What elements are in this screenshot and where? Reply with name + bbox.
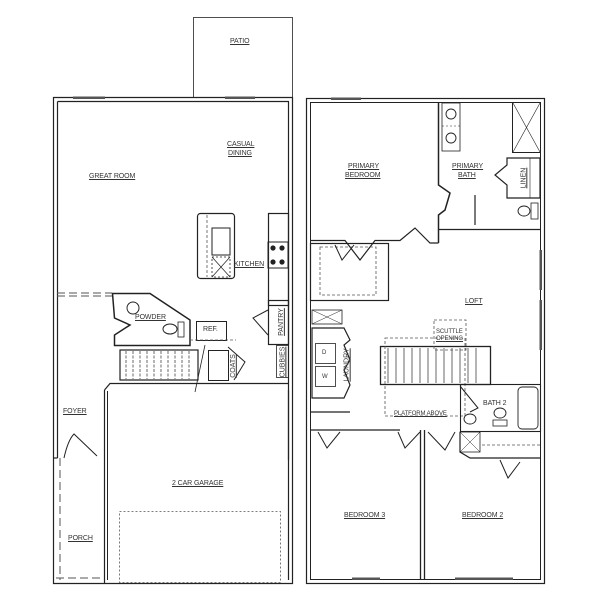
second-floor-outer-walls: [305, 97, 546, 585]
label-primary-bath-1: PRIMARY: [452, 163, 484, 170]
label-loft: LOFT: [465, 298, 483, 305]
label-patio: PATIO: [230, 38, 250, 45]
label-casual-dining-2: DINING: [228, 150, 252, 157]
label-garage: 2 CAR GARAGE: [172, 480, 224, 487]
label-bath2: BATH 2: [483, 400, 507, 407]
label-ref: REF.: [203, 326, 218, 333]
first-floor-outer-walls: [52, 96, 294, 585]
label-pantry: PANTRY: [277, 308, 285, 336]
label-coats: COATS: [229, 354, 237, 378]
label-casual-dining-1: CASUAL: [227, 141, 255, 148]
label-washer: W: [322, 374, 328, 380]
label-powder: POWDER: [135, 314, 166, 321]
label-bedroom2: BEDROOM 2: [462, 512, 504, 519]
label-porch: PORCH: [68, 535, 93, 542]
label-scuttle-2: OPENING: [436, 336, 463, 342]
label-primary-bedroom-2: BEDROOM: [345, 172, 381, 179]
label-primary-bedroom-1: PRIMARY: [348, 163, 380, 170]
label-scuttle-1: SCUTTLE: [436, 329, 463, 335]
label-cubbies: CUBBIES: [279, 346, 287, 378]
patio-outline: [193, 17, 293, 98]
label-platform-above: PLATFORM ABOVE: [394, 411, 447, 417]
label-primary-bath-2: BATH: [458, 172, 476, 179]
label-foyer: FOYER: [63, 408, 87, 415]
label-bedroom3: BEDROOM 3: [344, 512, 386, 519]
label-laundry: LAUNDRY: [343, 348, 351, 382]
label-great-room: GREAT ROOM: [89, 173, 136, 180]
label-kitchen: KITCHEN: [234, 261, 265, 268]
label-dryer: D: [322, 350, 327, 356]
label-linen: LINEN: [520, 167, 528, 189]
